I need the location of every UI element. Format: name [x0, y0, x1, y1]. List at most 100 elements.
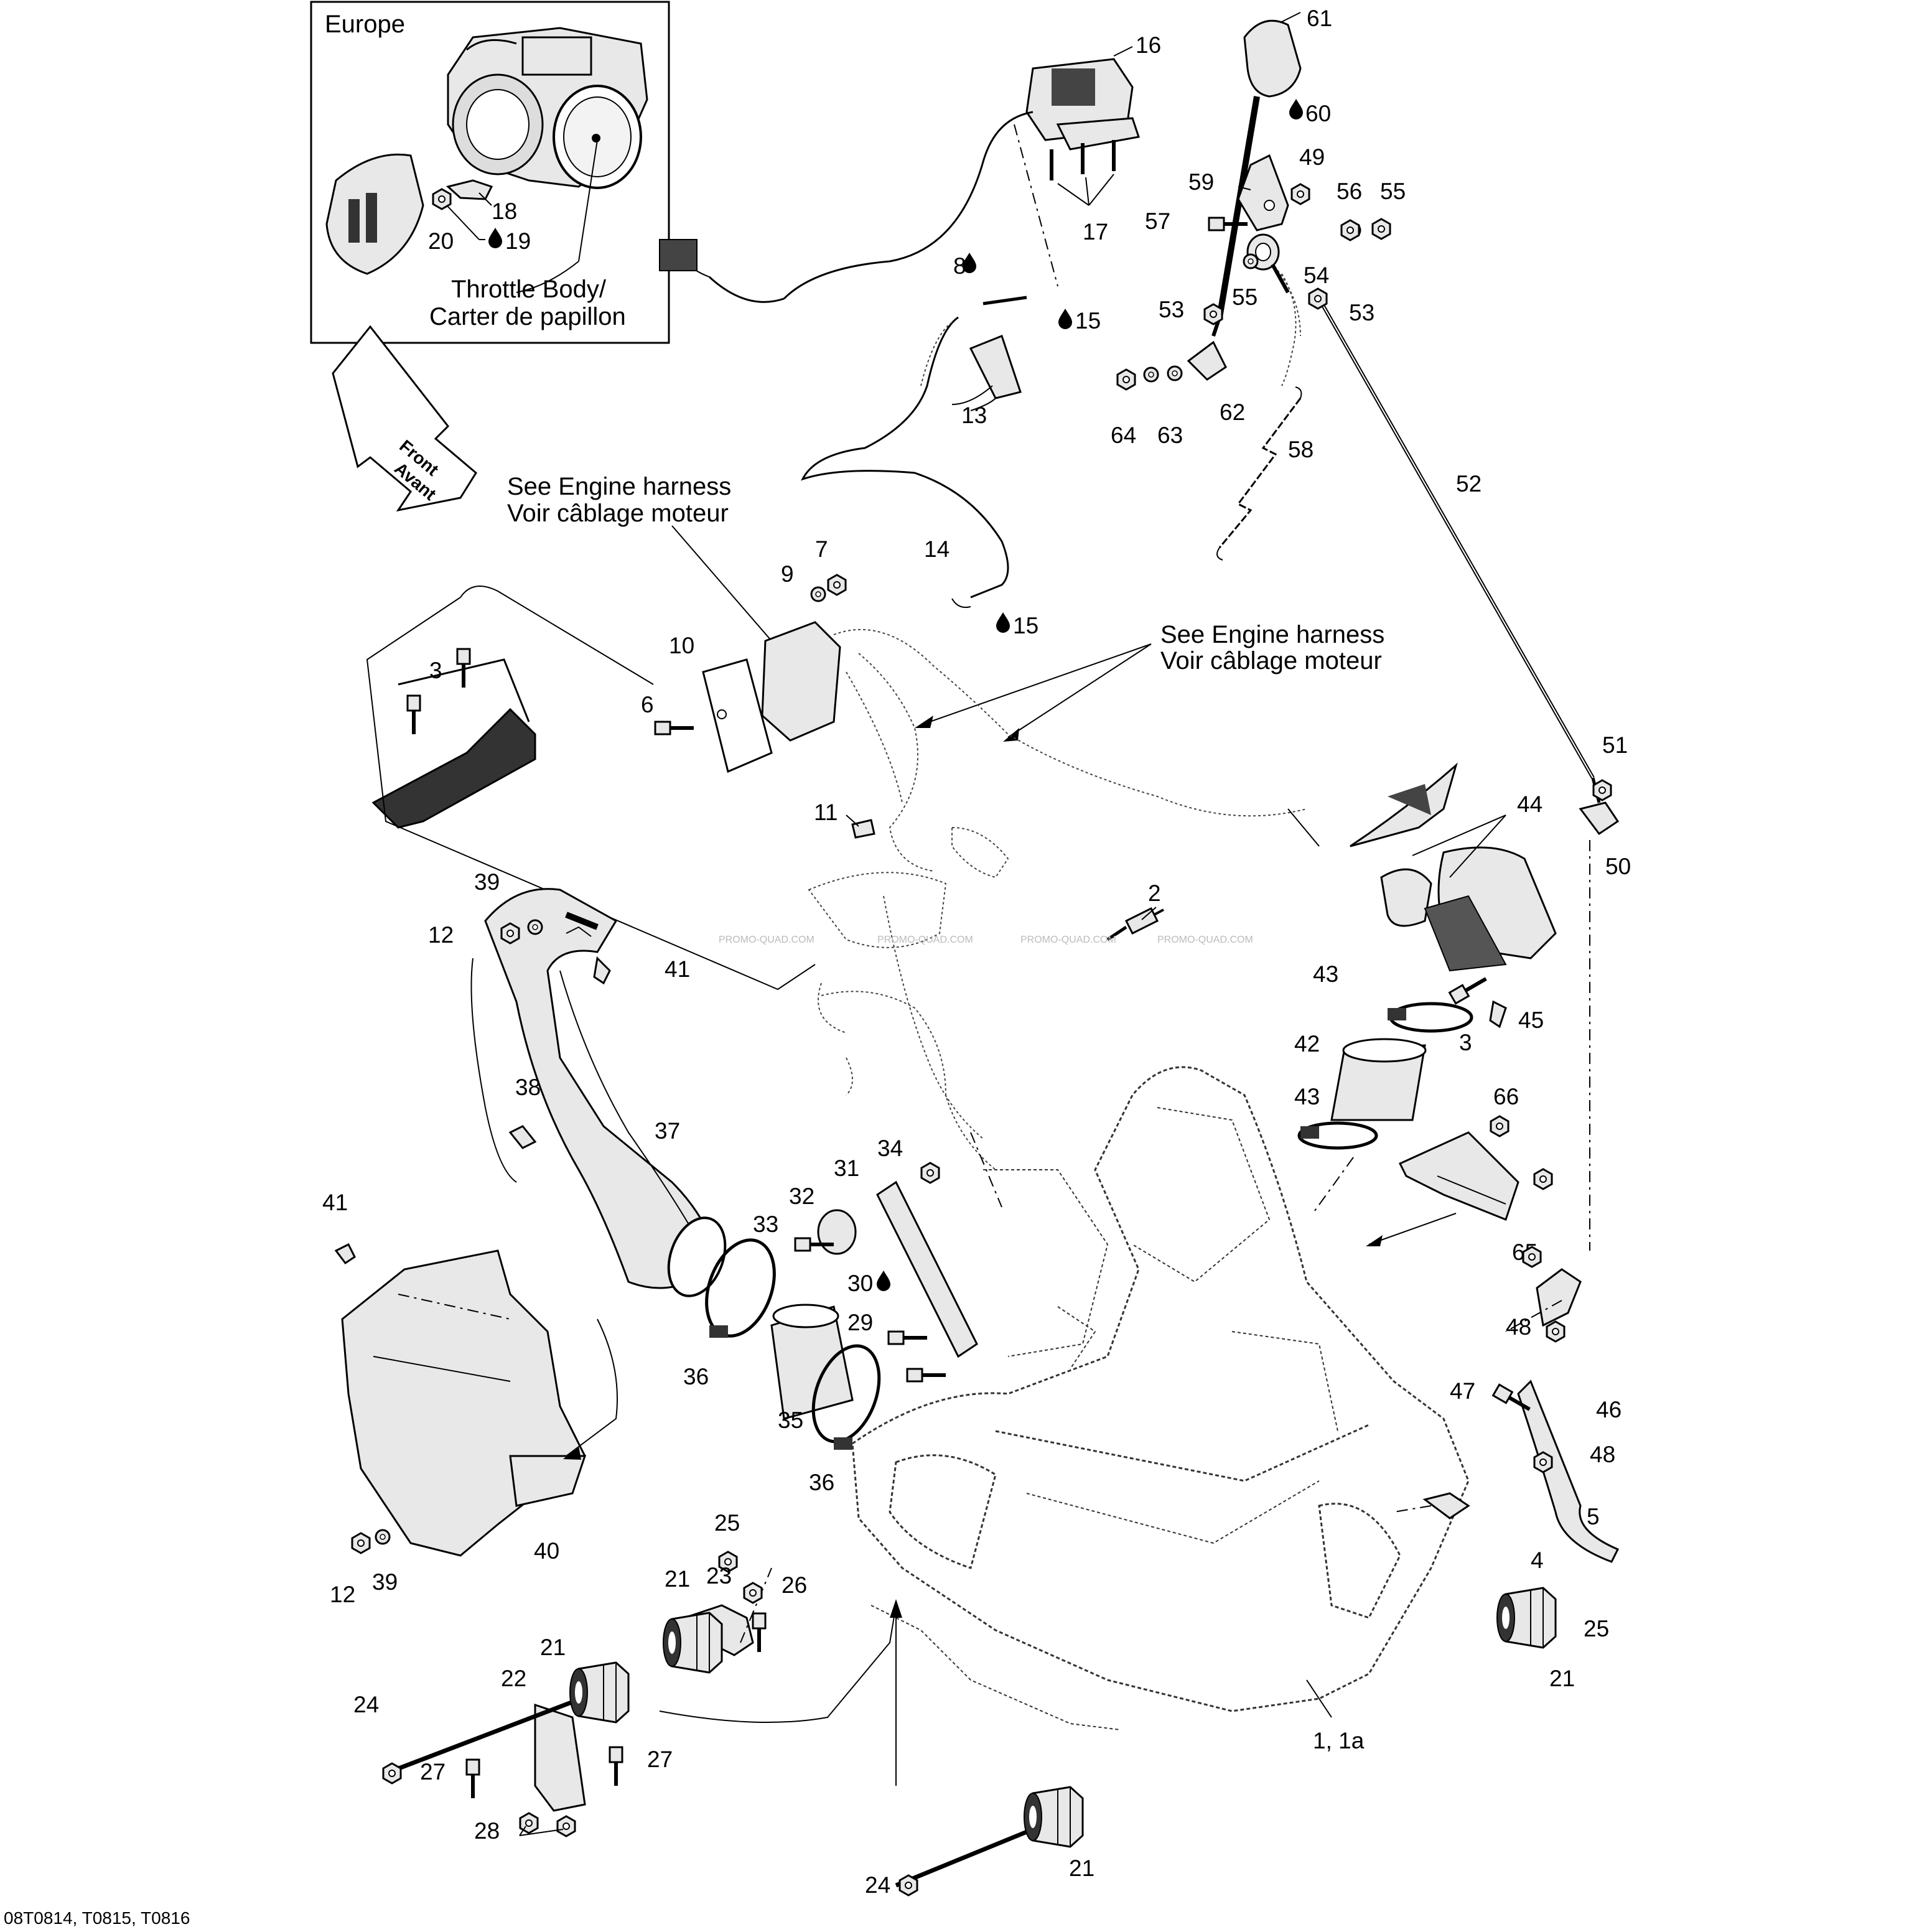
callout-11: 11: [814, 800, 838, 825]
shift-lever-assembly: [1187, 12, 1620, 1251]
callout-53-right: 53: [1349, 300, 1374, 325]
callout-2: 2: [1148, 880, 1161, 906]
callout-21-middle: 21: [540, 1635, 566, 1660]
callout-56: 56: [1337, 179, 1362, 204]
throttle-sensor-assembly: [659, 46, 1140, 303]
callout-52: 52: [1456, 471, 1482, 497]
callout-33: 33: [753, 1211, 778, 1237]
cvt-air-intake: [1297, 762, 1557, 1246]
callout-7: 7: [815, 536, 828, 562]
callout-20: 20: [428, 228, 454, 254]
callout-17: 17: [1083, 219, 1108, 245]
callout-53-left: 53: [1159, 297, 1184, 322]
callout-3-lower: 3: [1459, 1030, 1472, 1055]
callout-1-1a: 1, 1a: [1313, 1728, 1365, 1753]
air-box: [366, 586, 1320, 991]
callout-25-right: 25: [1584, 1616, 1609, 1641]
callout-40: 40: [534, 1538, 559, 1564]
callout-44: 44: [1517, 791, 1542, 817]
callout-36-lower: 36: [809, 1470, 834, 1495]
callout-43-lower: 43: [1294, 1084, 1320, 1109]
callout-3-upper: 3: [429, 658, 442, 683]
callout-18: 18: [492, 198, 517, 224]
callout-6: 6: [641, 692, 654, 717]
engine-block: [851, 1066, 1470, 1730]
callout-47: 47: [1450, 1378, 1475, 1404]
callout-19: 19: [505, 228, 531, 254]
callout-15-upper: 15: [1075, 308, 1101, 334]
shift-bracket-and-hose: [1393, 1268, 1620, 1563]
callout-62: 62: [1220, 399, 1245, 425]
throttle-cover-drawing: [325, 153, 424, 275]
spark-plug: [1106, 907, 1164, 941]
callout-21-right: 21: [1549, 1666, 1575, 1691]
callout-30: 30: [847, 1271, 873, 1296]
callout-42: 42: [1294, 1031, 1320, 1057]
callout-10: 10: [669, 633, 694, 658]
callout-48-upper: 48: [1506, 1314, 1531, 1340]
watermark-4: PROMO-QUAD.COM: [1157, 935, 1253, 945]
engine-mounts: [385, 1567, 1034, 1888]
callout-23: 23: [706, 1563, 732, 1589]
europe-throttle-body-inset: Europe 18 20 19 Throttle Body/ Ca: [310, 1, 670, 344]
harness-note-a-line1: See Engine harness: [507, 473, 731, 500]
callout-4: 4: [1531, 1547, 1544, 1573]
harness-note-b-line1: See Engine harness: [1160, 621, 1384, 648]
watermark-2: PROMO-QUAD.COM: [877, 935, 973, 945]
callout-8: 8: [953, 253, 966, 279]
engine-harness: [808, 826, 1009, 1170]
callout-24-left: 24: [353, 1692, 379, 1717]
callout-29: 29: [847, 1310, 873, 1335]
callout-46: 46: [1596, 1397, 1622, 1422]
inset-region-label: Europe: [325, 11, 405, 38]
callout-39-upper: 39: [474, 869, 500, 895]
callout-12-upper: 12: [428, 922, 454, 948]
callout-59: 59: [1188, 169, 1214, 195]
callout-57: 57: [1145, 208, 1170, 234]
callout-16: 16: [1136, 32, 1161, 58]
callout-60: 60: [1305, 101, 1331, 126]
callout-9: 9: [781, 561, 794, 587]
callout-58: 58: [1288, 437, 1314, 462]
callout-21-lower: 21: [1069, 1855, 1094, 1881]
callout-63: 63: [1157, 422, 1183, 448]
watermark-1: PROMO-QUAD.COM: [719, 935, 814, 945]
front-arrow-icon: Front Avant: [332, 325, 477, 512]
callout-13: 13: [961, 403, 987, 428]
harness-note-a-line2: Voir câblage moteur: [507, 500, 729, 527]
callout-45: 45: [1518, 1007, 1544, 1033]
callout-14: 14: [924, 536, 950, 562]
callout-55-upper: 55: [1380, 179, 1406, 204]
callout-28: 28: [474, 1818, 500, 1844]
callout-27-right: 27: [647, 1747, 673, 1772]
callout-49: 49: [1299, 144, 1325, 170]
inset-caption-line2: Carter de papillon: [429, 303, 626, 330]
callout-15-lower: 15: [1013, 613, 1038, 638]
callout-41-upper: 41: [665, 956, 690, 982]
ecu-module: [702, 621, 1307, 872]
callout-51: 51: [1602, 732, 1628, 758]
callout-22: 22: [501, 1666, 526, 1691]
callout-37: 37: [655, 1118, 680, 1144]
callout-27-left: 27: [420, 1759, 446, 1785]
callout-36-upper: 36: [683, 1364, 709, 1389]
callout-32: 32: [789, 1183, 814, 1209]
callout-54: 54: [1304, 263, 1329, 288]
callout-34: 34: [877, 1136, 903, 1161]
watermark-3: PROMO-QUAD.COM: [1020, 935, 1116, 945]
throttle-body-drawing: [447, 27, 648, 189]
callout-41-lower: 41: [322, 1190, 348, 1215]
throttle-cable: [801, 296, 1027, 599]
callout-43-upper: 43: [1313, 961, 1338, 987]
callout-50: 50: [1605, 854, 1631, 879]
harness-note-b-line2: Voir câblage moteur: [1160, 647, 1382, 674]
callout-38: 38: [515, 1075, 541, 1100]
callout-26: 26: [782, 1572, 807, 1598]
callout-31: 31: [834, 1155, 859, 1181]
intake-duct: [341, 888, 727, 1557]
callout-64: 64: [1111, 422, 1136, 448]
callout-55-lower: 55: [1232, 284, 1258, 310]
callout-5: 5: [1587, 1504, 1600, 1529]
callout-61: 61: [1307, 6, 1332, 31]
callout-24-lower: 24: [865, 1872, 890, 1898]
